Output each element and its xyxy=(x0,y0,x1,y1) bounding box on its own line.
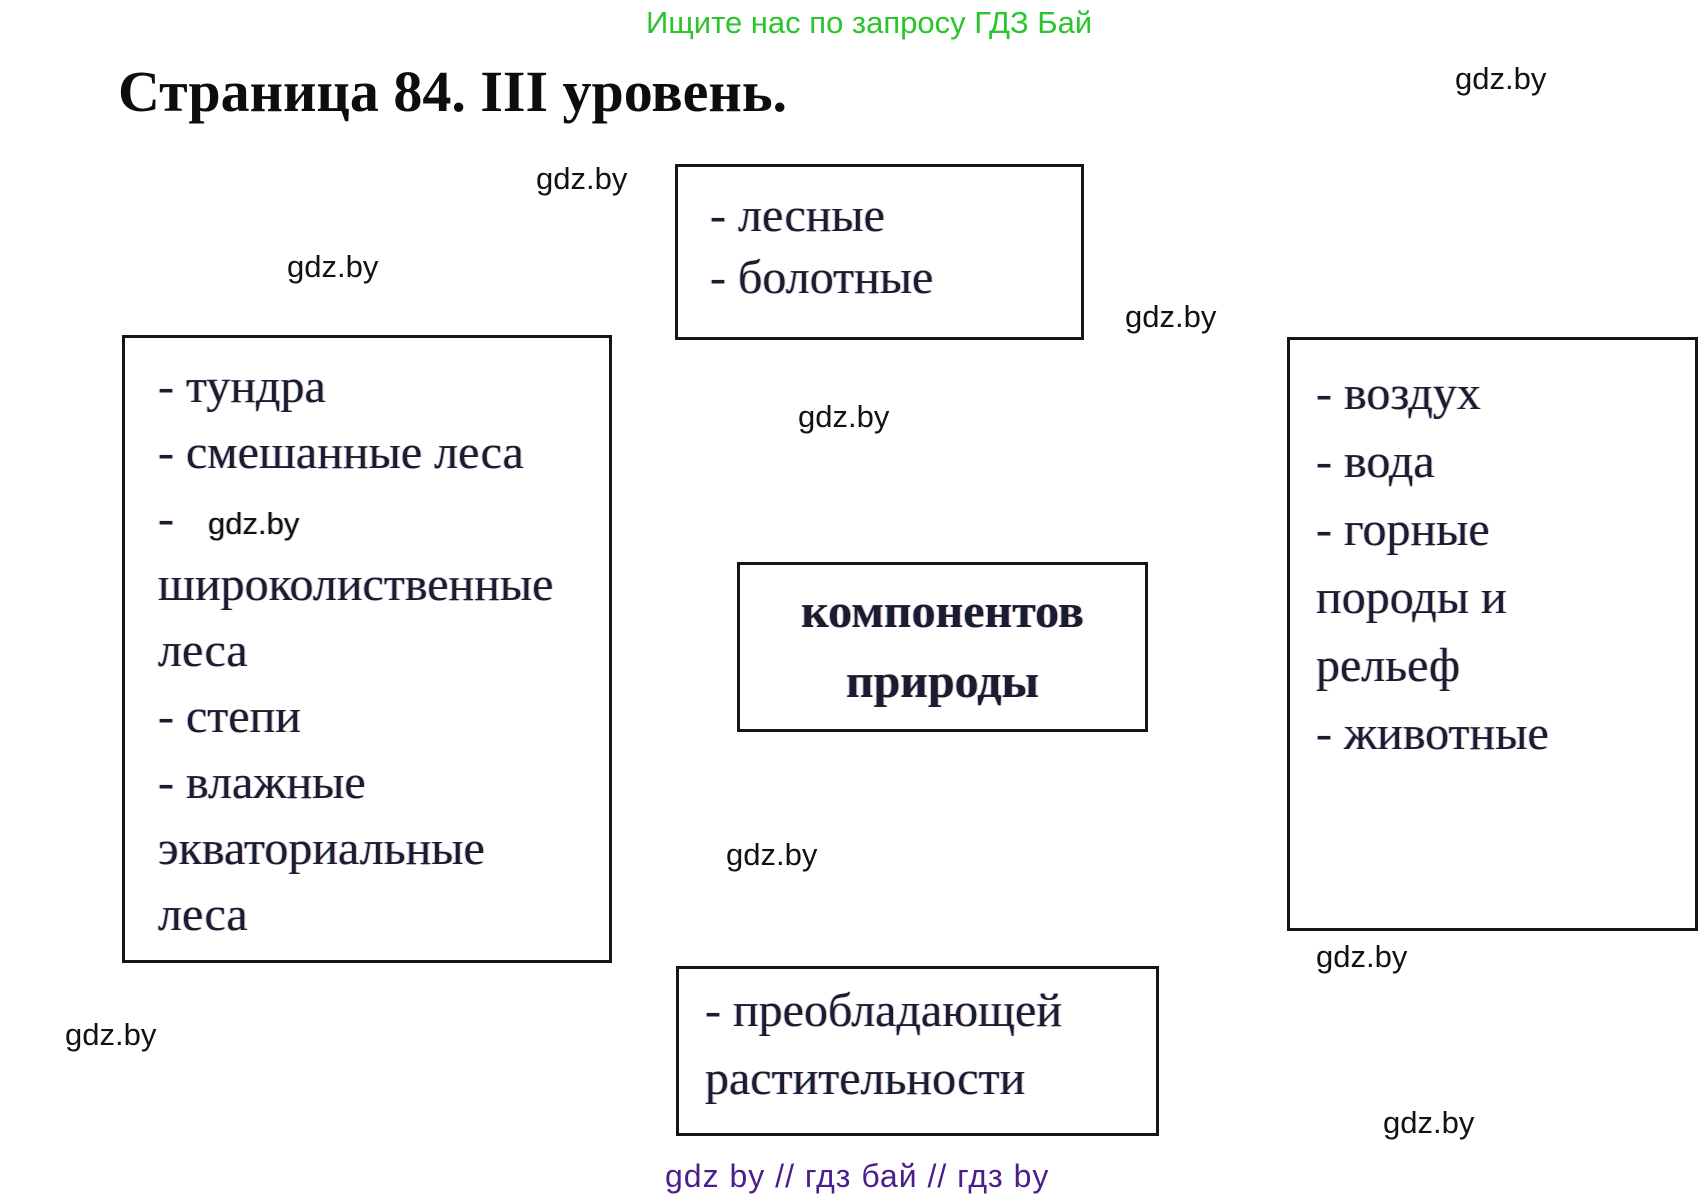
gdz-watermark: gdz.by xyxy=(207,506,300,541)
box-prevailing-vegetation: - преобладающей растительности xyxy=(676,966,1159,1136)
box-line: природы xyxy=(845,655,1040,708)
gdz-watermark: gdz.by xyxy=(65,1017,157,1052)
box-forest-swamp: - лесные - болотные xyxy=(675,164,1084,340)
box-line: - горные xyxy=(1316,503,1490,556)
box-line: растительности xyxy=(705,1052,1026,1105)
gdz-watermark: gdz.by xyxy=(287,249,379,284)
box-line: леса xyxy=(158,888,248,941)
box-line: компонентов xyxy=(801,585,1084,638)
box-line: - воздух xyxy=(1316,367,1481,420)
gdz-watermark: gdz.by xyxy=(1455,61,1547,96)
footer-links: gdz by // гдз бай // гдз by xyxy=(665,1158,1050,1194)
box-line: рельеф xyxy=(1316,639,1461,692)
box-line: экваториальные xyxy=(158,822,485,875)
box-line: - степи xyxy=(158,690,301,743)
box-line: - вода xyxy=(1316,435,1435,488)
page-title: Страница 84. III уровень. xyxy=(118,59,788,124)
box-components-list: - воздух - вода - горные породы и рельеф… xyxy=(1287,337,1698,931)
box-line: породы и xyxy=(1316,571,1507,624)
gdz-watermark: gdz.by xyxy=(1316,939,1408,974)
box-line: - лесные xyxy=(710,189,885,242)
box-line: - животные xyxy=(1316,707,1549,760)
box-line: - влажные xyxy=(158,756,366,809)
box-line: - болотные xyxy=(710,251,934,304)
dash: - xyxy=(158,492,174,545)
box-line: - тундра xyxy=(158,360,326,413)
box-line-with-watermark: -gdz.by xyxy=(158,486,609,552)
box-natural-zones: - тундра - смешанные леса -gdz.by широко… xyxy=(122,335,612,963)
gdz-watermark: gdz.by xyxy=(1383,1105,1475,1140)
box-line: леса xyxy=(158,624,248,677)
gdz-watermark: gdz.by xyxy=(536,161,628,196)
box-line: - смешанные леса xyxy=(158,426,524,479)
promo-banner: Ищите нас по запросу ГДЗ Бай xyxy=(646,5,1093,40)
box-nature-components: компонентов природы xyxy=(737,562,1148,732)
gdz-watermark: gdz.by xyxy=(798,399,890,434)
box-line: широколиственные xyxy=(158,558,554,611)
box-line: - преобладающей xyxy=(705,984,1062,1037)
gdz-watermark: gdz.by xyxy=(1125,299,1217,334)
gdz-watermark: gdz.by xyxy=(726,837,818,872)
